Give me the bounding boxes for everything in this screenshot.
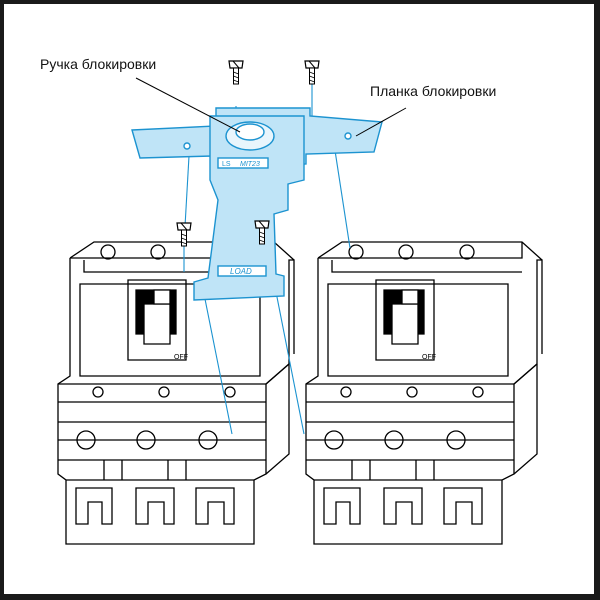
- leader-lines: [135, 77, 407, 137]
- left-breaker-off-label-bg: [132, 362, 184, 372]
- model-marking: MIT23: [240, 161, 260, 168]
- screw-icon: [228, 60, 244, 85]
- load-marking: LOAD: [230, 267, 252, 276]
- diagram-canvas: OFF OFF: [4, 4, 594, 594]
- right-breaker-off-label: OFF: [422, 354, 436, 361]
- brand-marking: LS: [222, 161, 231, 168]
- plate-callout: Планка блокировки: [370, 83, 497, 99]
- right-breaker: [305, 241, 543, 545]
- handle-callout: Ручка блокировки: [40, 56, 157, 72]
- locking-handle: [193, 115, 305, 301]
- left-breaker: [57, 241, 295, 545]
- left-breaker-off-label: OFF: [174, 354, 188, 361]
- interlock-diagram: OFF OFF: [57, 60, 543, 545]
- screw-icon: [304, 60, 320, 85]
